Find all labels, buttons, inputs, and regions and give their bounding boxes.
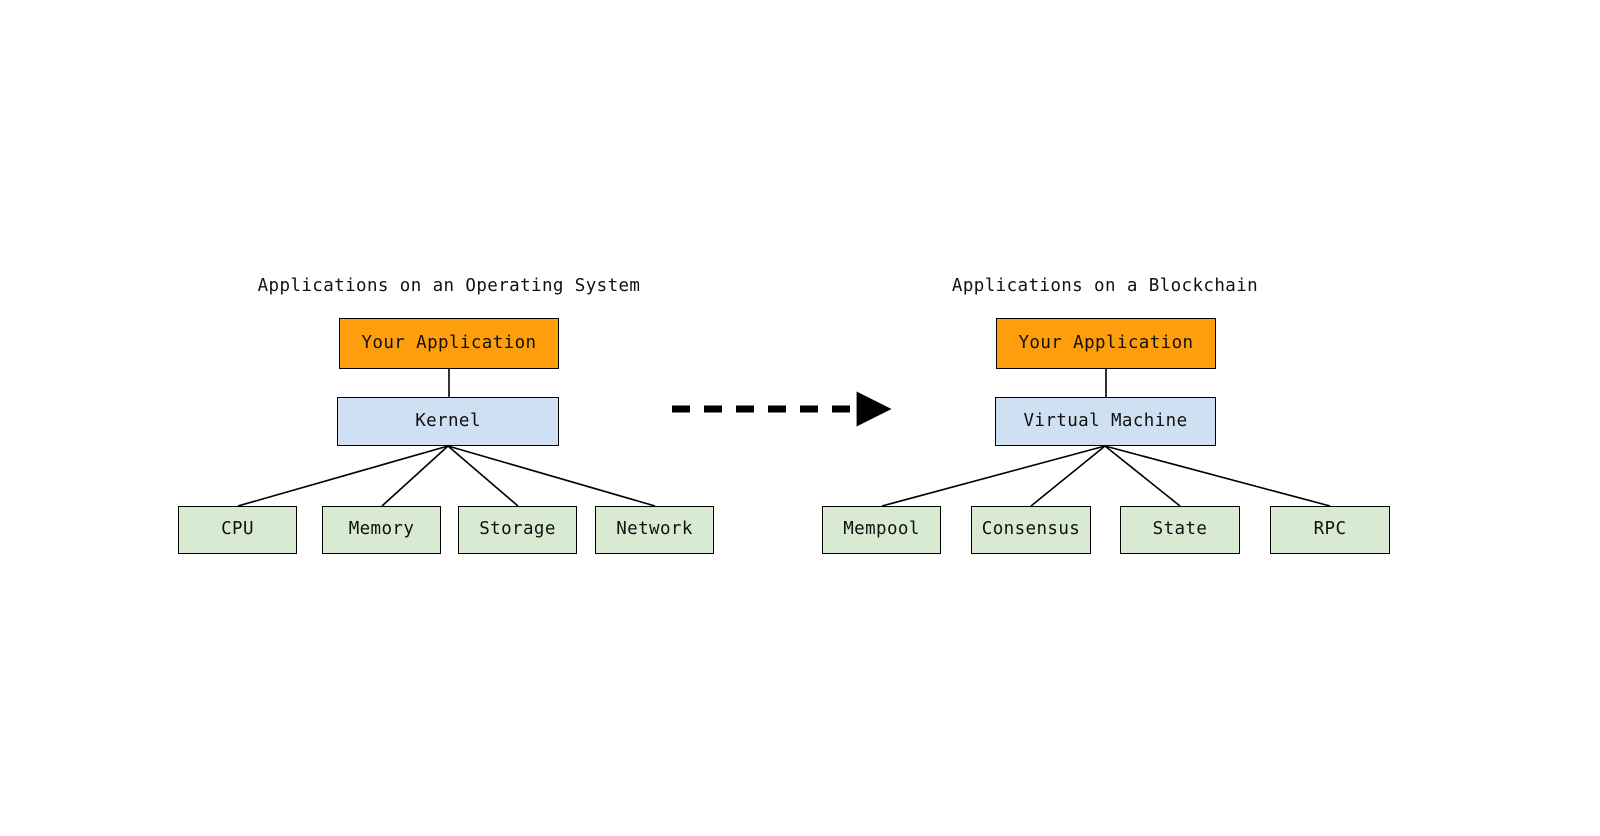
node-virtual-machine[interactable]: Virtual Machine xyxy=(995,397,1216,446)
node-label: Storage xyxy=(479,519,556,540)
node-label: Memory xyxy=(348,519,415,540)
node-your-application-blockchain[interactable]: Your Application xyxy=(996,318,1216,369)
node-label: Consensus xyxy=(981,519,1081,540)
edge-vm-to-state xyxy=(1104,445,1181,507)
edge-vm-to-rpc xyxy=(1104,445,1331,507)
node-memory[interactable]: Memory xyxy=(322,506,441,554)
edge-kernel-to-memory xyxy=(381,445,449,507)
edge-vm-to-consensus xyxy=(1030,445,1106,507)
node-label: Your Application xyxy=(361,332,537,353)
edge-vm-to-mempool xyxy=(881,445,1106,507)
node-mempool[interactable]: Mempool xyxy=(822,506,941,554)
node-your-application-os[interactable]: Your Application xyxy=(339,318,559,369)
node-storage[interactable]: Storage xyxy=(458,506,577,554)
node-label: RPC xyxy=(1313,519,1347,540)
node-label: Virtual Machine xyxy=(1023,410,1188,431)
edge-kernel-to-cpu xyxy=(237,445,449,507)
node-label: Kernel xyxy=(415,410,481,431)
edge-kernel-to-network xyxy=(447,445,656,507)
node-network[interactable]: Network xyxy=(595,506,714,554)
node-rpc[interactable]: RPC xyxy=(1270,506,1390,554)
panel-title-blockchain: Applications on a Blockchain xyxy=(951,276,1259,296)
node-cpu[interactable]: CPU xyxy=(178,506,297,554)
node-state[interactable]: State xyxy=(1120,506,1240,554)
node-label: State xyxy=(1152,519,1208,540)
node-label: CPU xyxy=(221,519,254,540)
node-label: Mempool xyxy=(843,519,920,540)
panel-title-operating-system: Applications on an Operating System xyxy=(257,276,641,296)
node-kernel[interactable]: Kernel xyxy=(337,397,559,446)
node-label: Your Application xyxy=(1018,332,1194,353)
node-label: Network xyxy=(616,519,693,540)
edge-kernel-to-storage xyxy=(447,445,519,507)
node-consensus[interactable]: Consensus xyxy=(971,506,1091,554)
